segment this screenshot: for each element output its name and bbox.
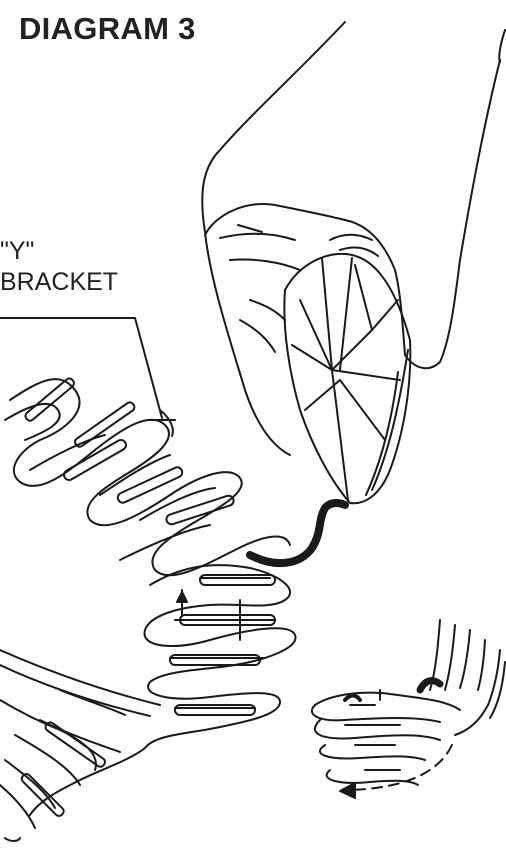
front-sprocket-inset [312, 620, 505, 798]
held-sprocket-piece [284, 254, 410, 503]
y-bracket-callout: "Y" BRACKET [0, 236, 118, 298]
callout-leader-line [0, 318, 162, 418]
callout-line-1: "Y" [0, 236, 118, 267]
y-bracket-hook [250, 503, 345, 563]
diagram-title: DIAGRAM 3 [19, 11, 196, 47]
up-arrow-icon [177, 592, 187, 615]
callout-line-2: BRACKET [0, 267, 118, 298]
rear-sprocket [0, 379, 295, 841]
chain-links [20, 377, 275, 818]
hand-illustration [202, 22, 505, 455]
